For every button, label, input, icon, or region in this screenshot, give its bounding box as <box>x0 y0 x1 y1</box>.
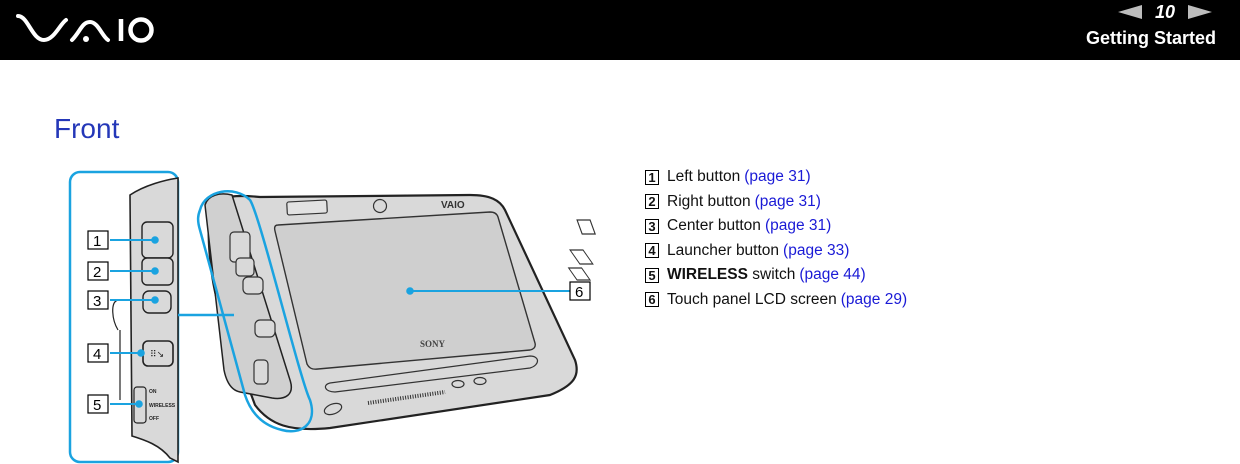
item-label: Touch panel LCD screen <box>667 290 837 308</box>
list-item: 4 Launcher button (page 33) <box>645 239 907 264</box>
svg-text:2: 2 <box>93 264 101 281</box>
page-navigation: 10 <box>1118 0 1212 24</box>
callout-number: 4 <box>645 243 659 259</box>
callout-number: 2 <box>645 194 659 210</box>
page-number: 10 <box>1154 1 1176 22</box>
callout-number: 5 <box>645 267 659 283</box>
page-link[interactable]: (page 29) <box>840 290 908 308</box>
page-title: Front <box>54 113 120 144</box>
item-label-bold: WIRELESS <box>667 266 748 284</box>
callout-number: 1 <box>645 169 659 185</box>
callout-number: 6 <box>645 292 659 308</box>
svg-text:4: 4 <box>93 346 101 363</box>
list-item: 6 Touch panel LCD screen (page 29) <box>645 288 907 313</box>
list-item: 2 Right button (page 31) <box>645 190 907 215</box>
vaio-logo <box>16 14 154 43</box>
svg-text:SONY: SONY <box>420 339 446 349</box>
item-label: Left button <box>667 168 741 186</box>
page-link[interactable]: (page 44) <box>799 266 866 284</box>
page-link[interactable]: (page 31) <box>744 168 811 186</box>
item-label: Right button <box>667 192 751 210</box>
callout-number: 3 <box>645 218 659 234</box>
page-link[interactable]: (page 31) <box>764 217 832 235</box>
svg-text:OFF: OFF <box>149 416 159 422</box>
page-header: 10 Getting Started <box>0 0 1240 60</box>
svg-text:WIRELESS: WIRELESS <box>149 403 176 409</box>
list-item: 3 Center button (page 31) <box>645 214 907 239</box>
svg-text:5: 5 <box>93 397 101 414</box>
page-link[interactable]: (page 31) <box>754 192 821 210</box>
page-link[interactable]: (page 33) <box>783 241 850 259</box>
device-front-illustration: VAIO SONY ⠿↘ ON WIRELESS OFF 1 <box>68 170 596 464</box>
component-list: 1 Left button (page 31) 2 Right button (… <box>645 165 907 312</box>
svg-text:ON: ON <box>149 389 157 395</box>
item-label: switch <box>747 266 796 284</box>
item-label: Launcher button <box>667 241 780 259</box>
previous-page-icon[interactable] <box>1118 5 1142 19</box>
svg-text:⠿↘: ⠿↘ <box>150 349 164 360</box>
item-label: Center button <box>667 217 761 235</box>
svg-text:1: 1 <box>93 233 101 250</box>
list-item: 5 WIRELESS switch (page 44) <box>645 263 907 288</box>
svg-text:VAIO: VAIO <box>441 200 465 211</box>
next-page-icon[interactable] <box>1188 5 1212 19</box>
svg-text:6: 6 <box>575 284 583 301</box>
section-label: Getting Started <box>1085 28 1216 48</box>
list-item: 1 Left button (page 31) <box>645 165 907 190</box>
svg-text:3: 3 <box>93 293 101 310</box>
